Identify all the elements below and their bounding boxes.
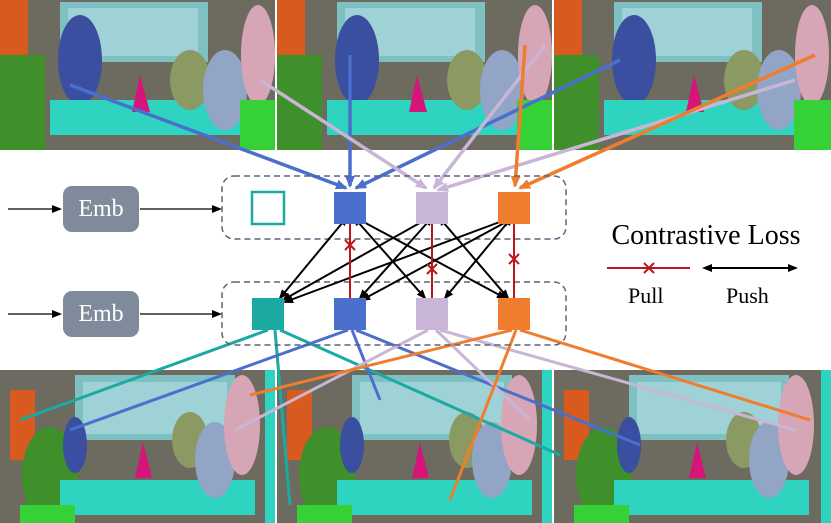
scene-illustration: [277, 370, 552, 523]
pull-mark: [344, 239, 356, 251]
pull-mark: [426, 263, 438, 275]
bottom-assignment-lines: [19, 328, 811, 506]
pull-links: [344, 222, 520, 298]
legend-push-label: Push: [726, 283, 769, 308]
bottom-scene-frame-2: [277, 370, 552, 523]
scene-illustration: [0, 370, 275, 523]
teal-line: [279, 328, 561, 457]
embedding-label: Emb: [78, 195, 124, 222]
orange-line: [448, 329, 518, 501]
blue-line: [69, 328, 349, 432]
lavender-line: [234, 328, 429, 432]
push-arrows: [278, 215, 514, 303]
push-arrow: [443, 215, 514, 300]
blue-line: [354, 58, 621, 190]
teal-line: [273, 329, 292, 506]
top-assignment-lines: [69, 43, 816, 192]
scene-illustration: [0, 0, 275, 150]
scene-illustration: [554, 370, 831, 523]
lavender-line: [439, 328, 796, 432]
top-scene-frame-2: [277, 0, 552, 150]
lavender-line: [259, 78, 428, 190]
legend-pull-label: Pull: [628, 283, 664, 308]
scene-illustration: [277, 0, 552, 150]
embedding-label: Emb: [78, 300, 124, 327]
blue-line: [69, 83, 348, 190]
legend-pull-mark: [643, 262, 655, 274]
group-container-top: [221, 175, 567, 240]
node-top-orange: [498, 192, 530, 224]
pull-mark: [508, 253, 520, 265]
orange-line: [518, 53, 816, 190]
lavender-line: [436, 78, 796, 192]
node-top-teal-empty: [250, 190, 286, 226]
orange-line: [510, 44, 527, 188]
node-bottom-teal: [252, 298, 284, 330]
node-bottom-lavender: [416, 298, 448, 330]
embedding-box-top: Emb: [63, 186, 139, 232]
bottom-scene-frame-1: [0, 370, 275, 523]
orange-line: [519, 328, 811, 422]
embedding-box-bottom: Emb: [63, 291, 139, 337]
node-top-blue: [334, 192, 366, 224]
node-bottom-orange: [498, 298, 530, 330]
node-bottom-blue: [334, 298, 366, 330]
legend-title: Contrastive Loss: [611, 220, 801, 251]
node-top-lavender: [416, 192, 448, 224]
teal-line: [19, 328, 269, 422]
orange-line: [249, 328, 513, 397]
scene-illustration: [554, 0, 831, 150]
top-scene-frame-3: [554, 0, 831, 150]
lavender-line: [432, 43, 547, 190]
top-scene-frame-1: [0, 0, 275, 150]
bottom-scene-frame-3: [554, 370, 831, 523]
